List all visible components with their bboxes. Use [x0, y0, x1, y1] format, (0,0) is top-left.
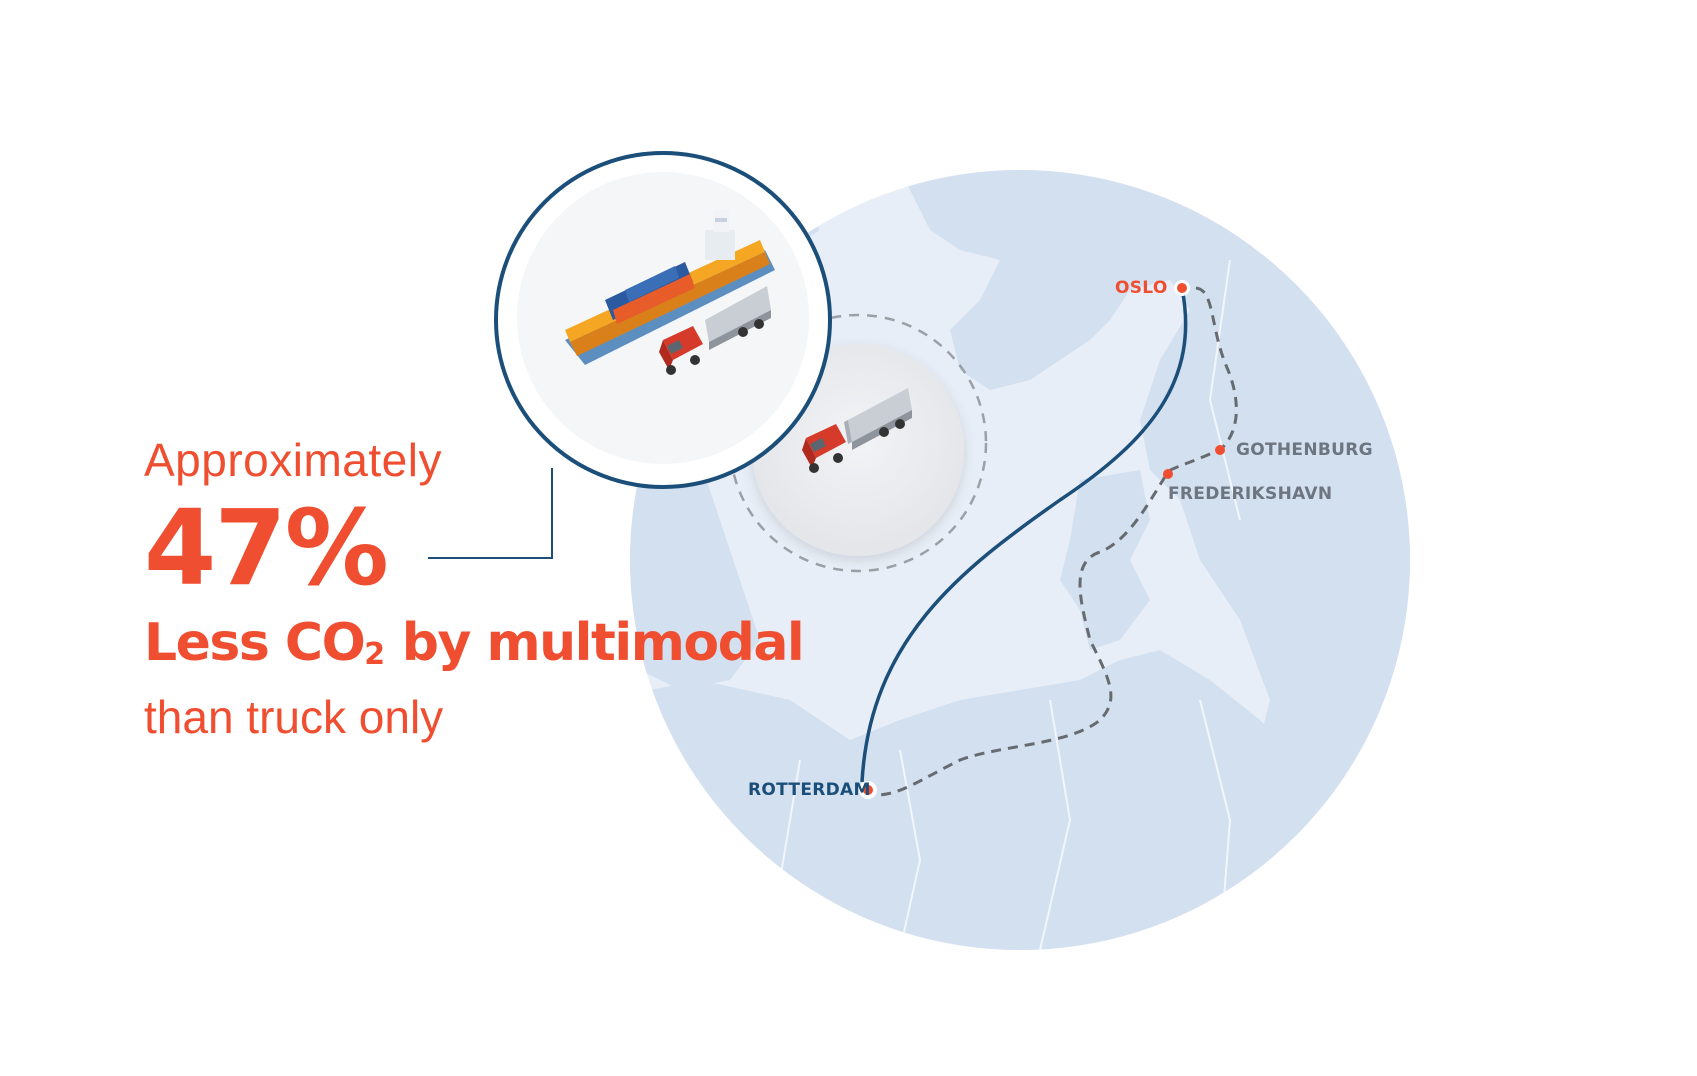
callout-connector	[428, 468, 553, 559]
city-label-oslo: OSLO	[1115, 278, 1168, 298]
truck-route	[875, 286, 1238, 797]
emissions-stat: Approximately 47% Less CO2 by multimodal…	[144, 432, 805, 746]
container-ship-icon	[565, 210, 775, 365]
sea-route	[860, 287, 1188, 783]
scandinavia-land	[900, 170, 1410, 840]
truck-icon-multimodal	[659, 286, 771, 375]
truck-icon	[802, 388, 912, 473]
headline-subscript: 2	[364, 637, 386, 672]
city-label-frederikshavn: FREDERIKSHAVN	[1168, 484, 1333, 504]
stat-lead: Approximately	[144, 434, 442, 486]
gothenburg-dot	[1215, 445, 1225, 455]
city-label-gothenburg: GOTHENBURG	[1236, 440, 1373, 460]
headline-pre: Less CO	[144, 613, 366, 673]
stat-headline: Less CO2 by multimodal	[144, 612, 805, 682]
headline-post: by multimodal	[385, 613, 805, 673]
city-label-rotterdam: ROTTERDAM	[748, 780, 871, 800]
stat-trailer: than truck only	[144, 691, 444, 743]
frederikshavn-dot	[1163, 469, 1173, 479]
denmark-land	[1060, 470, 1150, 650]
stat-percent: 47%	[144, 487, 389, 609]
